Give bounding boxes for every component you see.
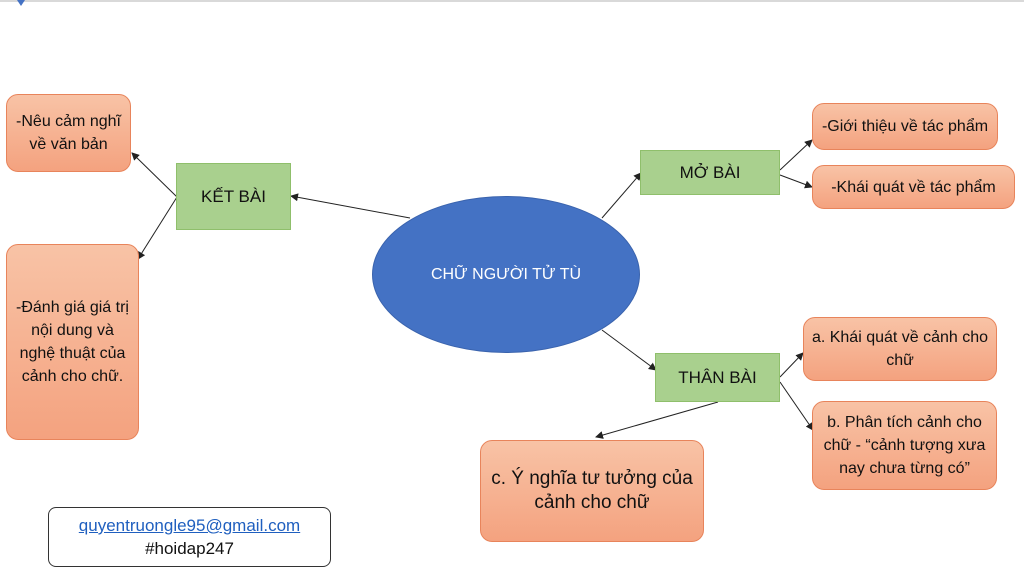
leaf-than-bai-b-text: b. Phân tích cảnh cho chữ - “cảnh tượng … (823, 414, 986, 477)
center-node: CHỮ NGƯỜI TỬ TÙ (372, 196, 640, 353)
edge-center-thanbai (601, 329, 657, 371)
leaf-mo-bai-2: -Khái quát về tác phẩm (812, 165, 1015, 209)
branch-ket-bai: KẾT BÀI (176, 163, 291, 230)
edge-thanbai-c (595, 401, 719, 439)
edge-ketbai-leaf1 (131, 152, 178, 198)
leaf-ket-bai-2-text: -Đánh giá giá trị nội dung và nghệ thuật… (16, 299, 129, 385)
leaf-ket-bai-1-text: -Nêu cảm nghĩ về văn bản (16, 113, 121, 153)
leaf-mo-bai-1-text: -Giới thiệu về tác phẩm (821, 118, 989, 135)
leaf-than-bai-c-text: c. Ý nghĩa tư tưởng của cảnh cho chữ (491, 468, 693, 513)
edge-thanbai-b (779, 381, 814, 431)
edge-mobai-leaf1 (779, 139, 813, 171)
email-link[interactable]: quyentruongle95@gmail.com (78, 516, 301, 535)
center-label: CHỮ NGƯỜI TỬ TÙ (430, 265, 582, 283)
leaf-mo-bai-2-text: -Khái quát về tác phẩm (831, 178, 996, 196)
branch-mo-bai: MỞ BÀI (640, 150, 780, 195)
leaf-than-bai-a-text: a. Khái quát về cảnh cho chữ (811, 329, 989, 369)
branch-mo-bai-label: MỞ BÀI (679, 162, 741, 182)
leaf-than-bai-c: c. Ý nghĩa tư tưởng của cảnh cho chữ (480, 440, 704, 542)
leaf-than-bai-b: b. Phân tích cảnh cho chữ - “cảnh tượng … (812, 401, 997, 490)
leaf-ket-bai-1: -Nêu cảm nghĩ về văn bản (6, 94, 131, 172)
top-border (0, 0, 1024, 2)
hashtag-text: #hoidap247 (145, 539, 234, 558)
branch-than-bai-label: THÂN BÀI (678, 367, 757, 387)
edge-thanbai-a (779, 352, 804, 378)
edge-ketbai-leaf2 (137, 196, 178, 260)
branch-than-bai: THÂN BÀI (655, 353, 780, 402)
edge-center-ketbai (290, 193, 411, 219)
leaf-than-bai-a: a. Khái quát về cảnh cho chữ (803, 317, 997, 381)
marker-icon (17, 0, 25, 6)
credit-box: quyentruongle95@gmail.com #hoidap247 (48, 507, 331, 567)
branch-ket-bai-label: KẾT BÀI (201, 186, 266, 206)
edge-center-mobai (601, 172, 642, 219)
edge-mobai-leaf2 (779, 174, 813, 189)
leaf-mo-bai-1: -Giới thiệu về tác phẩm (812, 103, 998, 150)
leaf-ket-bai-2: -Đánh giá giá trị nội dung và nghệ thuật… (6, 244, 139, 440)
